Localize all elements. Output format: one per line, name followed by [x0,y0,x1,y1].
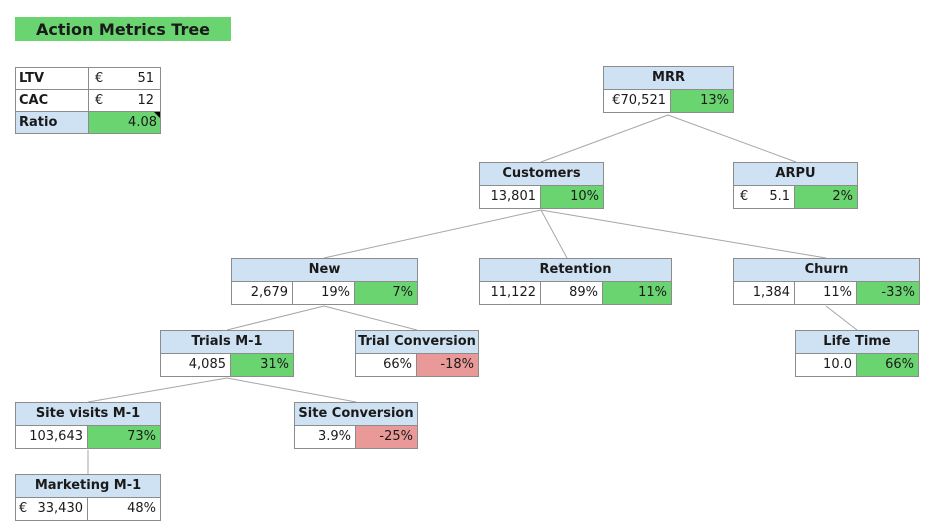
node-share: 89% [541,282,603,305]
node-change: 11% [603,282,672,305]
connector-customers-churn [540,209,827,259]
node-title: Marketing M-1 [15,474,161,498]
kpi-label: LTV [15,67,89,90]
kpi-value: 51 [137,71,154,86]
node-value: 1,384 [733,282,795,305]
comment-indicator-icon [154,112,160,118]
node-churn: Churn 1,384 11% -33% [733,258,920,305]
node-change: 73% [88,426,161,449]
connector-trials-site-visits [87,377,228,403]
node-value: 11,122 [479,282,541,305]
node-change: 10% [541,186,604,209]
node-share: 19% [293,282,355,305]
node-change: 7% [355,282,418,305]
currency-symbol: € [95,93,104,108]
node-title: ARPU [733,162,858,186]
node-value: 5.1 [769,189,790,204]
node-life-time: Life Time 10.0 66% [795,330,919,377]
kpi-row-cac: CAC € 12 [15,89,161,112]
node-arpu: ARPU € 5.1 2% [733,162,858,209]
kpi-row-ratio: Ratio 4.08 [15,111,161,134]
node-trials: Trials M-1 4,085 31% [160,330,294,377]
kpi-value: 4.08 [128,115,157,130]
node-title: Trials M-1 [160,330,294,354]
node-new: New 2,679 19% 7% [231,258,418,305]
kpi-value-cell: 4.08 [88,111,161,134]
node-value-cell: € 5.1 [733,186,795,209]
node-title: MRR [603,66,734,90]
node-change: -18% [417,354,479,377]
kpi-label: CAC [15,89,89,112]
kpi-value: 12 [137,93,154,108]
currency-symbol: € [740,189,749,204]
node-customers: Customers 13,801 10% [479,162,604,209]
node-change: 13% [671,90,734,113]
page-title: Action Metrics Tree [15,17,231,41]
node-marketing: Marketing M-1 € 33,430 48% [15,474,161,521]
node-share: 11% [795,282,857,305]
node-title: Site Conversion [294,402,418,426]
connector-new-trial-conversion [323,305,418,331]
connector-customers-retention [540,209,568,259]
node-value: 66% [355,354,417,377]
node-title: Trial Conversion [355,330,479,354]
connector-new-trials [226,305,325,331]
node-value: 103,643 [15,426,88,449]
node-mrr: MRR €70,521 13% [603,66,734,113]
node-value-cell: € 33,430 [15,498,88,521]
node-trial-conversion: Trial Conversion 66% -18% [355,330,479,377]
node-value: 4,085 [160,354,231,377]
node-change: 48% [88,498,161,521]
connector-customers-new [323,209,542,259]
node-site-visits: Site visits M-1 103,643 73% [15,402,161,449]
node-title: Customers [479,162,604,186]
node-title: Retention [479,258,672,282]
connector-mrr-arpu [667,114,797,163]
node-retention: Retention 11,122 89% 11% [479,258,672,305]
node-title: New [231,258,418,282]
node-title: Churn [733,258,920,282]
node-site-conversion: Site Conversion 3.9% -25% [294,402,418,449]
node-value: 10.0 [795,354,857,377]
node-change: 66% [857,354,919,377]
node-title: Life Time [795,330,919,354]
kpi-row-ltv: LTV € 51 [15,67,161,90]
currency-symbol: € [95,71,104,86]
currency-symbol: € [19,501,28,516]
connector-churn-life-time [825,305,858,331]
node-change: 31% [231,354,294,377]
node-change: -25% [356,426,418,449]
connector-trials-site-conversion [226,377,357,403]
node-title: Site visits M-1 [15,402,161,426]
connector-mrr-customers [540,114,669,163]
node-change: -33% [857,282,920,305]
node-value: 33,430 [37,501,84,516]
node-value: 3.9% [294,426,356,449]
node-value: 13,801 [479,186,541,209]
node-value: €70,521 [603,90,671,113]
kpi-label: Ratio [15,111,89,134]
node-value: 2,679 [231,282,293,305]
kpi-summary-table: LTV € 51 CAC € 12 Ratio 4.08 [15,67,161,134]
node-change: 2% [795,186,858,209]
